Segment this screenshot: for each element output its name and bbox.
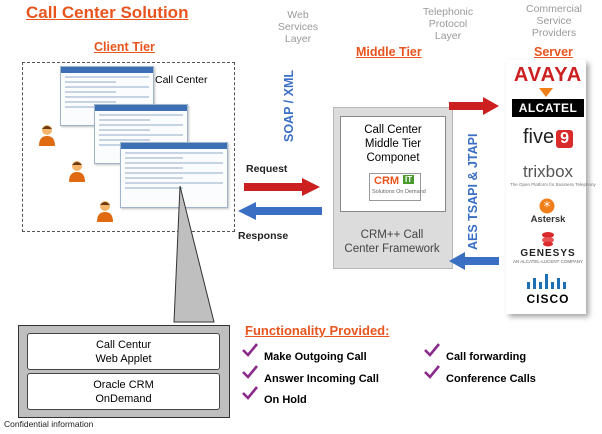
svg-text:*: * bbox=[544, 200, 551, 214]
diagram-title: Call Center Solution bbox=[26, 3, 189, 22]
agent-icon bbox=[39, 125, 55, 146]
func-item: On Hold bbox=[264, 394, 307, 406]
client-tier-box bbox=[22, 62, 235, 232]
middle-tier-heading: Middle Tier bbox=[356, 45, 422, 59]
component-line: Componet bbox=[366, 152, 420, 164]
genesys-icon bbox=[542, 232, 554, 247]
oracle-crm-box: Oracle CRM OnDemand bbox=[27, 373, 220, 410]
component-line: Call Center bbox=[364, 124, 422, 136]
request-arrow bbox=[244, 178, 320, 196]
client-call-center-label: Call Center bbox=[155, 74, 208, 86]
commercial-providers-heading: Commercial Service Providers bbox=[525, 3, 582, 39]
checkmark-icon bbox=[424, 343, 440, 357]
checkmark-icon bbox=[242, 386, 258, 400]
cisco-logo: CISCO bbox=[526, 292, 570, 306]
func-item: Answer Incoming Call bbox=[264, 373, 379, 385]
avaya-logo: AVAYA bbox=[513, 64, 583, 86]
web-applet-box: Call Centur Web Applet bbox=[27, 333, 220, 370]
from-server-arrow bbox=[449, 252, 499, 270]
trixbox-logo: trixbox The Open Platform for Business T… bbox=[510, 162, 596, 187]
func-item: Call forwarding bbox=[446, 351, 527, 363]
checkmark-icon bbox=[242, 365, 258, 379]
client-components-panel: Call Centur Web Applet Oracle CRM OnDema… bbox=[18, 325, 230, 418]
web-services-layer-heading: Web Services Layer bbox=[277, 9, 319, 45]
confidential-footer: Confidential information bbox=[4, 419, 94, 429]
request-label: Request bbox=[246, 163, 288, 175]
response-arrow bbox=[238, 202, 322, 220]
soap-xml-label: SOAP / XML bbox=[282, 69, 296, 142]
response-label: Response bbox=[238, 230, 289, 242]
to-server-arrow bbox=[449, 97, 499, 115]
agent-icon bbox=[97, 201, 113, 222]
asterisk-icon: * bbox=[539, 198, 555, 214]
framework-label: CRM++ Call Center Framework bbox=[344, 229, 440, 255]
cisco-bars-icon bbox=[527, 274, 566, 289]
checkmark-icon bbox=[242, 343, 258, 357]
tsapi-jtapi-label: AES TSAPI & JTAPI bbox=[466, 133, 480, 250]
component-line: Middle Tier bbox=[364, 138, 422, 150]
asterisk-logo: Astersk bbox=[530, 214, 566, 225]
genesys-logo: GENESYS AN ALCATEL-LUCENT COMPANY bbox=[512, 248, 584, 264]
down-triangle-icon bbox=[539, 88, 553, 97]
middle-tier-component-box: Call Center Middle Tier Componet CRM IT … bbox=[340, 116, 446, 212]
functionality-title: Functionality Provided: bbox=[245, 323, 390, 338]
server-heading: Server bbox=[534, 45, 573, 59]
agent-icon bbox=[69, 161, 85, 182]
func-item: Make Outgoing Call bbox=[264, 351, 367, 363]
telephonic-layer-heading: Telephonic Protocol Layer bbox=[422, 6, 474, 42]
client-tier-heading: Client Tier bbox=[94, 40, 155, 54]
alcatel-logo: ALCATEL bbox=[512, 99, 584, 117]
func-item: Conference Calls bbox=[446, 373, 536, 385]
call-center-screenshot-3 bbox=[120, 142, 228, 208]
checkmark-icon bbox=[424, 365, 440, 379]
crmit-logo: CRM IT Solutions On Demand bbox=[369, 173, 426, 201]
